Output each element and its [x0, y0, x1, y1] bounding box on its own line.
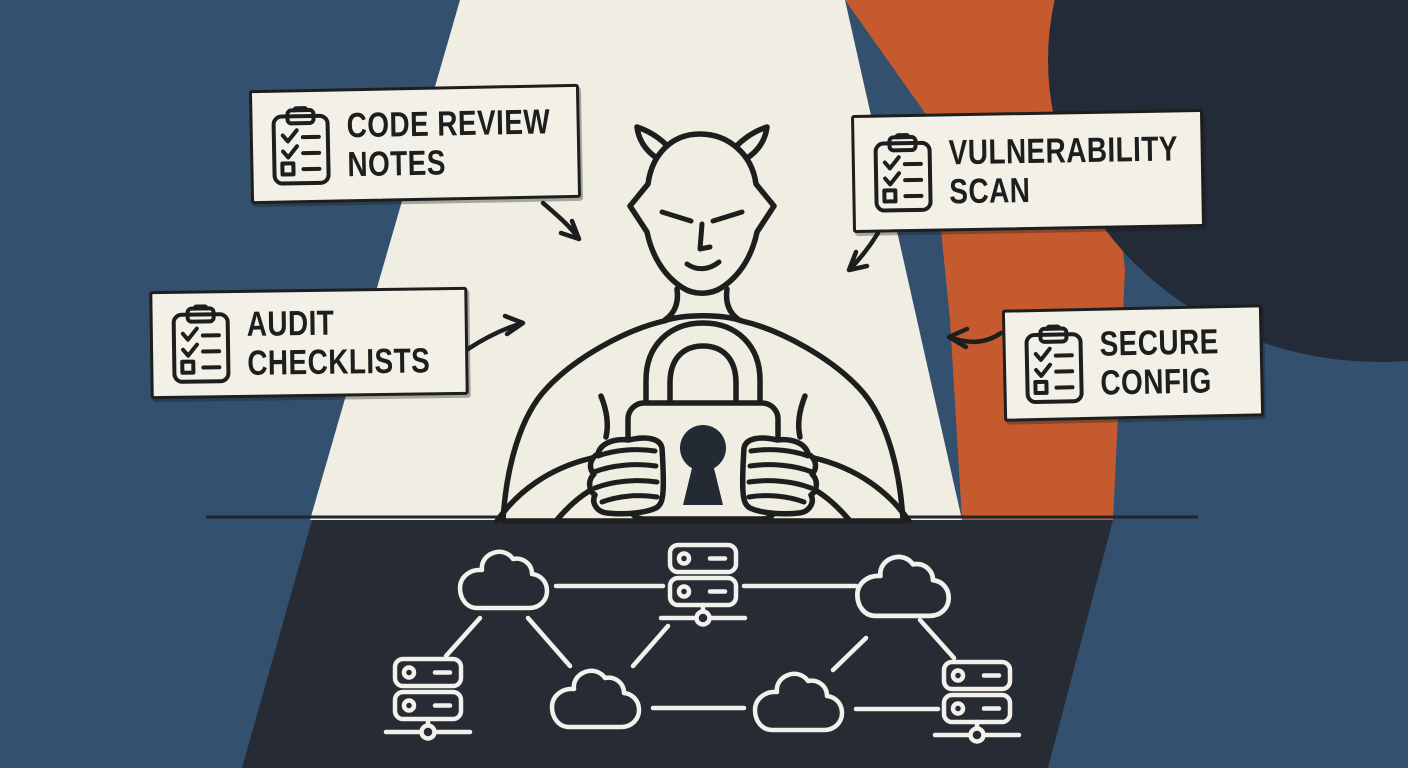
- mouth: [684, 259, 722, 272]
- card-label-line: NOTES: [347, 143, 447, 185]
- neck-right: [723, 286, 742, 323]
- wrist-right: [795, 393, 808, 440]
- card-audit-checklists: AUDIT CHECKLISTS: [149, 286, 469, 400]
- forearm-left-upper: [494, 455, 595, 524]
- nose: [697, 221, 713, 252]
- checklist-clipboard-icon: [171, 304, 231, 384]
- checklist-clipboard-icon: [873, 132, 933, 213]
- head: [627, 131, 777, 296]
- finger-line: [599, 493, 660, 505]
- card-vulnerability-scan: VULNERABILITY SCAN: [850, 108, 1206, 234]
- finger-line: [748, 447, 811, 459]
- padlock-shackle-outer: [643, 320, 763, 409]
- link-cloudA-cloudE: [525, 615, 573, 669]
- wrist-left: [598, 393, 611, 440]
- card-label-line: AUDIT: [246, 303, 335, 344]
- card-code-review: CODE REVIEW NOTES: [248, 83, 582, 205]
- finger-line: [747, 462, 815, 475]
- finger-line: [746, 493, 807, 505]
- link-cloudC-serverG: [917, 617, 957, 661]
- network-diagram: [386, 545, 1019, 742]
- arrow-vulnerability: [846, 230, 881, 273]
- padlock-shackle-inner: [667, 343, 739, 409]
- card-label-line: SECURE: [1099, 322, 1220, 364]
- brow-right: [710, 209, 745, 224]
- arrow-code-review: [540, 200, 582, 242]
- arrow-audit: [465, 313, 526, 352]
- card-label-line: CONFIG: [1100, 361, 1213, 403]
- card-label-line: CODE REVIEW: [346, 102, 551, 146]
- keyhole-icon: [680, 425, 726, 471]
- link-serverB-cloudE: [630, 623, 671, 669]
- link-cloudA-serverD: [443, 615, 483, 659]
- neck-left: [662, 286, 681, 323]
- arrow-secure: [946, 326, 1004, 350]
- forearm-right-upper: [811, 455, 912, 524]
- finger-line: [591, 462, 659, 475]
- finger-line: [595, 447, 658, 459]
- card-secure-config: SECURE CONFIG: [1001, 304, 1265, 422]
- brow-left: [659, 209, 694, 224]
- link-cloudC-cloudF: [830, 635, 869, 673]
- arrows: [465, 200, 1004, 352]
- dark-circle-blob: [1048, 0, 1408, 362]
- finger-line: [746, 478, 814, 491]
- checklist-clipboard-icon: [271, 105, 331, 186]
- keyhole-stem: [683, 464, 723, 505]
- checklist-clipboard-icon: [1023, 324, 1085, 405]
- card-label-line: SCAN: [949, 170, 1031, 212]
- devil-figure: [494, 124, 912, 524]
- finger-line: [592, 478, 660, 491]
- card-label-line: CHECKLISTS: [247, 341, 431, 383]
- card-label-line: VULNERABILITY: [948, 129, 1179, 173]
